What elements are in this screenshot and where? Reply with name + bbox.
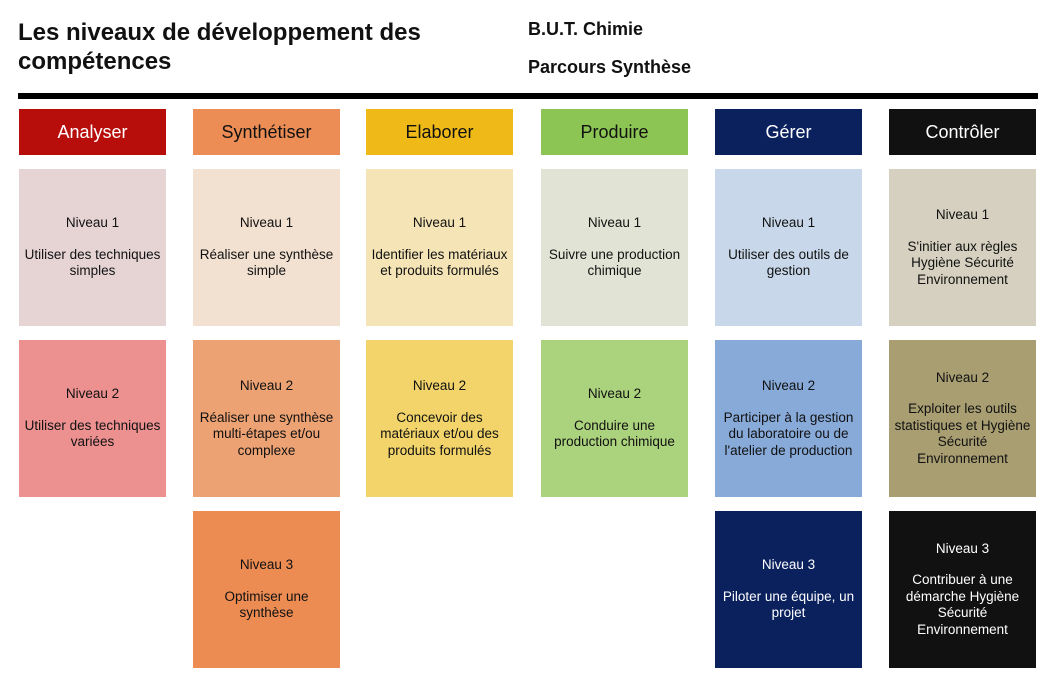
level-label: Niveau 1 bbox=[761, 215, 816, 231]
level-card: Niveau 1 Utiliser des outils de gestion bbox=[715, 169, 862, 326]
level-description: Conduire une production chimique bbox=[554, 417, 675, 450]
level-label: Niveau 2 bbox=[65, 386, 120, 402]
competence-header: Gérer bbox=[715, 109, 862, 155]
program-label: B.U.T. Chimie bbox=[528, 19, 644, 39]
level-label: Niveau 2 bbox=[761, 378, 816, 393]
level-label: Niveau 3 bbox=[239, 557, 294, 573]
level-label: Niveau 2 bbox=[412, 378, 467, 393]
level-label: Niveau 1 bbox=[412, 215, 467, 231]
page-title: Les niveaux de développement des compéte… bbox=[18, 19, 421, 75]
level-card: Niveau 3 Piloter une équipe, un projet bbox=[715, 511, 862, 668]
level-label: Niveau 1 bbox=[587, 215, 642, 231]
level-label: Niveau 1 bbox=[65, 215, 120, 231]
level-description: Utiliser des techniques simples bbox=[24, 246, 161, 279]
level-description: Suivre une production chimique bbox=[548, 246, 681, 279]
level-description: Participer à la gestion du laboratoire o… bbox=[723, 409, 854, 458]
level-card: Niveau 1 Réaliser une synthèse simple bbox=[193, 169, 340, 326]
competence-header: Elaborer bbox=[366, 109, 513, 155]
level-description: Réaliser une synthèse simple bbox=[199, 246, 334, 279]
track-label: Parcours Synthèse bbox=[528, 57, 692, 77]
level-label: Niveau 3 bbox=[935, 540, 990, 556]
level-card: Niveau 1 Suivre une production chimique bbox=[541, 169, 688, 326]
level-description: Piloter une équipe, un projet bbox=[722, 588, 855, 621]
level-description: Optimiser une synthèse bbox=[224, 588, 309, 621]
level-card: Niveau 2 Utiliser des techniques variées bbox=[19, 340, 166, 497]
level-card: Niveau 1 Identifier les matériaux et prod… bbox=[366, 169, 513, 326]
level-description: Exploiter les outils statistiques et Hyg… bbox=[894, 401, 1031, 466]
header-divider bbox=[18, 93, 1038, 99]
level-label: Niveau 1 bbox=[239, 215, 294, 231]
level-label: Niveau 3 bbox=[761, 557, 816, 573]
level-description: Utiliser des techniques variées bbox=[24, 417, 161, 450]
level-label: Niveau 2 bbox=[587, 386, 642, 402]
level-card: Niveau 2 Concevoir des matériaux et/ou de… bbox=[366, 340, 513, 497]
level-description: S'initier aux règles Hygiène Sécurité En… bbox=[907, 238, 1018, 287]
level-label: Niveau 2 bbox=[239, 378, 294, 393]
level-description: Contribuer à une démarche Hygiène Sécuri… bbox=[905, 572, 1020, 637]
level-label: Niveau 2 bbox=[935, 369, 990, 385]
level-card: Niveau 3 Optimiser une synthèse bbox=[193, 511, 340, 668]
level-description: Réaliser une synthèse multi-étapes et/ou… bbox=[199, 409, 334, 458]
level-card: Niveau 2 Réaliser une synthèse multi-étap… bbox=[193, 340, 340, 497]
level-card: Niveau 2 Exploiter les outils statistique… bbox=[889, 340, 1036, 497]
competence-header: Synthétiser bbox=[193, 109, 340, 155]
level-description: Concevoir des matériaux et/ou des produi… bbox=[380, 409, 499, 458]
level-card: Niveau 2 Participer à la gestion du labor… bbox=[715, 340, 862, 497]
competence-header: Produire bbox=[541, 109, 688, 155]
level-card: Niveau 1 S'initier aux règles Hygiène Séc… bbox=[889, 169, 1036, 326]
level-card: Niveau 3 Contribuer à une démarche Hygièn… bbox=[889, 511, 1036, 668]
competence-header: Contrôler bbox=[889, 109, 1036, 155]
level-description: Identifier les matériaux et produits for… bbox=[371, 246, 508, 279]
level-label: Niveau 1 bbox=[935, 207, 990, 222]
level-description: Utiliser des outils de gestion bbox=[728, 246, 849, 279]
level-card: Niveau 2 Conduire une production chimique bbox=[541, 340, 688, 497]
level-card: Niveau 1 Utiliser des techniques simples bbox=[19, 169, 166, 326]
competence-header: Analyser bbox=[19, 109, 166, 155]
